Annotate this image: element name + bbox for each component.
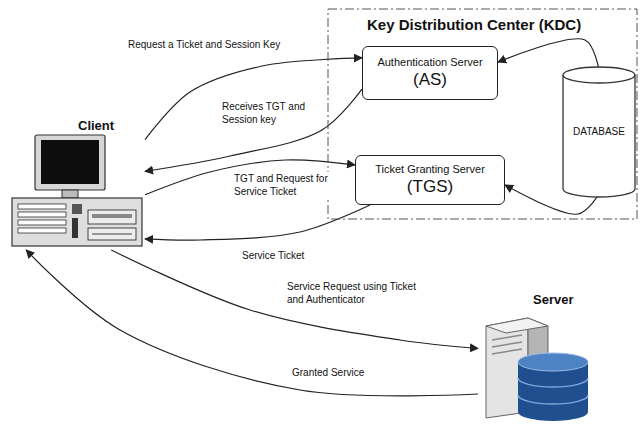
edge-label: Request a Ticket and Session Key [126, 38, 282, 51]
node-title: Ticket Granting Server [375, 163, 485, 177]
node-title: Key Distribution Center (KDC) [367, 16, 638, 35]
connector-arrow [111, 250, 478, 349]
edge-label: TGT and Request for Service Ticket [232, 172, 354, 198]
connector-arrow [498, 39, 599, 70]
edge-label: Service Request using Ticket and Authent… [285, 280, 429, 306]
connector-arrow [145, 89, 362, 171]
connector-arrow [145, 58, 362, 140]
server-box: Authentication Server(AS) [362, 46, 498, 100]
edge-label: Service Ticket [240, 249, 306, 262]
node-title: Authentication Server [377, 56, 482, 70]
server-box: Ticket Granting Server(TGS) [355, 155, 505, 205]
node-title: Client [78, 118, 145, 134]
edge-label: Granted Service [290, 366, 366, 379]
edge-label: Receives TGT and Session key [220, 100, 319, 126]
kdc-region: Key Distribution Center (KDC) Authenticat… [327, 8, 638, 220]
connector-arrow [145, 205, 370, 240]
node-title: Server [533, 292, 593, 308]
server-illustration [486, 318, 588, 421]
database-cylinder: DATABASE [562, 66, 636, 198]
node-abbreviation: (AS) [413, 69, 447, 90]
node-abbreviation: (TGS) [407, 176, 453, 197]
computer-node: Client [10, 112, 145, 250]
node-title: DATABASE [573, 126, 625, 139]
computer-node: Server [478, 290, 593, 420]
connector-arrow [26, 250, 478, 396]
client-computer [12, 135, 142, 246]
